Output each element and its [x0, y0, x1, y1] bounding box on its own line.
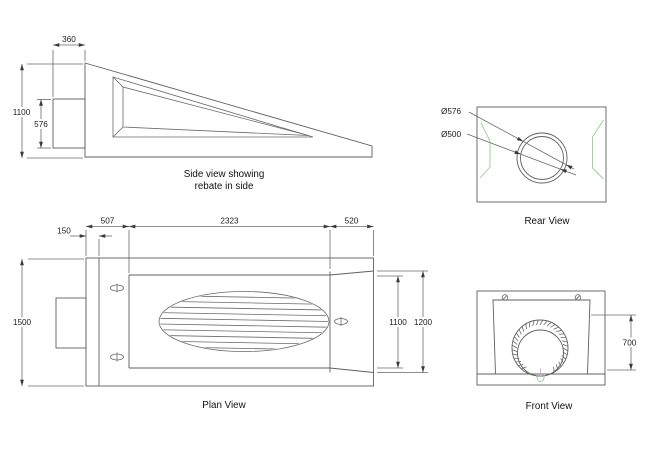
- knurl-tick: [521, 325, 524, 332]
- dim-150: 150: [57, 227, 112, 256]
- dim-576-label: 576: [34, 120, 48, 129]
- front-outline: [476, 290, 606, 386]
- knurl-tick: [511, 344, 518, 349]
- knurl-tick: [553, 366, 555, 373]
- dim-1200-plan: 1200: [377, 270, 436, 373]
- plan-mouth-taper-top: [329, 270, 374, 276]
- front-horn-outer-circle: [511, 319, 569, 377]
- knurl-tick: [517, 364, 524, 367]
- rear-chamfer-right: [592, 119, 604, 180]
- dim-576: 576: [30, 99, 52, 149]
- dim-1200-plan-label: 1200: [414, 318, 433, 327]
- dim-1100-side: 1100: [8, 63, 83, 159]
- dim-1100-plan-label: 1100: [389, 318, 407, 327]
- front-drain-hook: [536, 373, 545, 382]
- fixing-marker: [110, 352, 124, 362]
- knurl-tick: [562, 344, 569, 347]
- plan-view-title: Plan View: [202, 400, 246, 411]
- dim-1100-side-label: 1100: [13, 108, 31, 117]
- rear-outline: [476, 106, 607, 203]
- dim-2323-label: 2323: [220, 217, 239, 226]
- knurl-tick: [525, 323, 527, 330]
- rebate-outer-edge: [112, 76, 314, 138]
- dia-576-leader: Ø576: [441, 107, 575, 170]
- knurl-tick: [512, 340, 518, 345]
- grille-louvre-line: [160, 295, 328, 300]
- grille-louvre-line: [160, 335, 328, 339]
- knurl-tick: [520, 366, 527, 370]
- dim-360: 360: [52, 35, 86, 97]
- knurl-tick: [536, 319, 539, 326]
- side-view-title-line2: rebate in side: [195, 181, 254, 192]
- dim-700: 700: [591, 314, 640, 371]
- dim-700-label: 700: [623, 339, 637, 348]
- dim-150-label: 150: [57, 227, 71, 236]
- dia-500-leader: Ø500: [441, 130, 577, 176]
- screw-icon: [574, 294, 582, 301]
- dim-507-label: 507: [101, 217, 115, 226]
- horn-grille-louvres: [160, 295, 328, 351]
- knurl-tick: [513, 336, 519, 342]
- knurl-tick: [562, 347, 569, 352]
- screw-icon: [501, 294, 509, 301]
- knurl-tick: [518, 328, 522, 335]
- side-view-title-line1: Side view showing: [184, 169, 265, 180]
- dia-576-label: Ø576: [441, 107, 461, 116]
- front-baffle-panel: [492, 299, 591, 375]
- rear-view-title: Rear View: [524, 216, 570, 227]
- front-view: 700 Front View: [476, 290, 640, 412]
- knurl-tick: [515, 361, 522, 363]
- horn-rim-knurling: [511, 319, 569, 373]
- knurl-tick: [558, 333, 565, 335]
- knurl-tick: [562, 351, 568, 356]
- knurl-tick: [550, 323, 556, 328]
- knurl-tick: [515, 332, 520, 338]
- grille-louvre-line: [160, 317, 328, 322]
- knurl-tick: [512, 353, 518, 356]
- knurl-tick: [539, 319, 544, 326]
- knurl-tick: [558, 361, 562, 368]
- wedge-cabinet-outline: [84, 62, 373, 158]
- knurl-tick: [532, 320, 535, 326]
- side-view: 360 1100 576 Side view showing rebate in…: [8, 35, 373, 192]
- knurl-tick: [543, 320, 548, 326]
- dim-1100-plan: 1100: [377, 275, 411, 369]
- rear-port-inner-circle: [520, 136, 564, 180]
- dim-520-label: 520: [345, 217, 359, 226]
- dim-360-label: 360: [62, 35, 76, 44]
- front-view-title: Front View: [526, 401, 574, 412]
- dim-1500: 1500: [8, 258, 84, 387]
- grille-louvre-line: [160, 306, 328, 311]
- rebate-bevel-top: [112, 76, 124, 88]
- horn-grille-ellipse: [158, 291, 330, 352]
- grille-louvre-line: [160, 329, 328, 334]
- rear-port-outer-circle: [516, 132, 568, 184]
- plan-driver-housing: [55, 297, 87, 349]
- knurl-tick: [562, 340, 568, 343]
- knurl-tick: [561, 354, 567, 360]
- grille-louvre-line: [160, 300, 328, 305]
- plan-mouth-taper-bottom: [329, 367, 374, 373]
- fixing-marker: [334, 317, 348, 326]
- dim-chain-top: 507 2323 520: [85, 217, 374, 273]
- grille-louvre-line: [160, 323, 328, 328]
- rebate-bevel-bottom: [112, 126, 124, 138]
- rear-view: Ø576 Ø500 Rear View: [441, 106, 607, 227]
- knurl-tick: [556, 329, 563, 332]
- grille-louvre-line: [160, 346, 328, 351]
- knurl-tick: [553, 326, 560, 330]
- dim-1500-label: 1500: [13, 318, 32, 327]
- grille-louvre-line: [160, 312, 328, 317]
- rear-driver-housing: [52, 98, 86, 149]
- plan-view: 507 2323 520 150 1500: [8, 217, 436, 411]
- knurl-tick: [511, 349, 518, 352]
- fixing-marker: [110, 283, 124, 293]
- rebate-inner-face: [122, 86, 309, 136]
- knurl-tick: [546, 321, 552, 327]
- dia-500-label: Ø500: [441, 130, 461, 139]
- knurl-tick: [560, 358, 565, 364]
- rear-chamfer-left: [479, 122, 491, 179]
- knurl-tick: [556, 364, 559, 371]
